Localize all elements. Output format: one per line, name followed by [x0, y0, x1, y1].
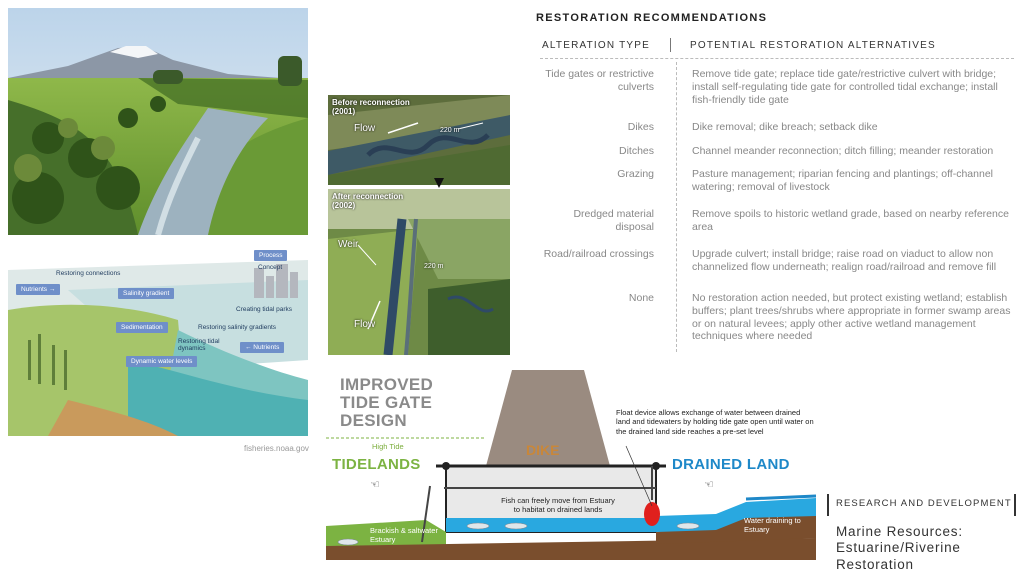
section-label: RESEARCH AND DEVELOPMENT — [836, 498, 1012, 509]
before-year: (2001) — [332, 107, 356, 117]
aerial-after-photo: After reconnection (2002) Weir 220 m Flo… — [328, 189, 510, 355]
float-device-note: Float device allows exchange of water be… — [616, 408, 814, 436]
after-distance: 220 m — [424, 263, 444, 270]
recommendations-title: RESTORATION RECOMMENDATIONS — [536, 12, 768, 24]
row-alt-none: No restoration action needed, but protec… — [692, 292, 1011, 343]
column-rule — [676, 62, 677, 352]
concept-label: Concept — [258, 264, 283, 271]
brackish-estuary-label: Brackish & saltwater Estuary — [370, 526, 438, 544]
section-bar — [827, 494, 829, 516]
stream-photo — [8, 8, 308, 235]
row-type-dikes: Dikes — [627, 121, 654, 133]
row-alt-road-crossings: Upgrade culvert; install bridge; raise r… — [692, 248, 997, 273]
tide-gate-title-line: DESIGN — [340, 410, 407, 430]
tide-gate-diagram: IMPROVED TIDE GATE DESIGN Float device a… — [326, 366, 816, 560]
column-divider — [670, 38, 671, 52]
pointing-hand-icon: ☜ — [704, 479, 714, 491]
tide-gate-title: IMPROVED TIDE GATE DESIGN — [340, 376, 433, 430]
illus-label: Restoring tidal dynamics — [178, 338, 220, 352]
drained-land-label: DRAINED LAND — [672, 456, 790, 473]
row-alt-ditches: Channel meander reconnection; ditch fill… — [692, 145, 994, 157]
after-weir-label: Weir — [338, 239, 359, 250]
tide-gate-title-line: IMPROVED — [340, 375, 434, 394]
illus-label: Dynamic water levels — [126, 356, 198, 367]
column-restoration-alternatives: POTENTIAL RESTORATION ALTERNATIVES — [690, 40, 936, 51]
row-alt-dredged: Remove spoils to historic wetland grade,… — [692, 208, 1009, 233]
aerial-before-photo: Before reconnection (2001) Flow 220 m — [328, 95, 510, 185]
header-rule — [540, 58, 1014, 59]
before-distance: 220 m — [440, 127, 460, 134]
pointing-hand-icon: ☜ — [370, 479, 380, 491]
tidelands-label: TIDELANDS — [332, 456, 421, 473]
before-flow-label: Flow — [354, 123, 376, 134]
dike-label: DIKE — [526, 442, 560, 458]
section-bar — [1014, 494, 1016, 516]
tide-gate-title-line: TIDE GATE — [340, 392, 433, 412]
illus-label: Nutrients → — [16, 284, 61, 295]
page-title: Marine Resources: Estuarine/Riverine Res… — [836, 524, 963, 572]
image-credit: fisheries.noaa.gov — [244, 444, 309, 453]
row-type-ditches: Ditches — [618, 145, 654, 157]
row-type-grazing: Grazing — [617, 168, 654, 180]
after-caption: After reconnection — [332, 192, 404, 201]
estuary-illustration: Process Concept Restoring connections Nu… — [8, 250, 308, 436]
illus-label: ← Nutrients — [240, 342, 285, 353]
row-type-road-crossings: Road/railroad crossings — [543, 248, 654, 260]
illus-label: Creating tidal parks — [236, 306, 292, 313]
high-tide-label: High Tide — [372, 442, 404, 451]
row-alt-dikes: Dike removal; dike breach; setback dike — [692, 121, 878, 133]
illus-label: Restoring connections — [56, 270, 121, 277]
row-type-none: None — [628, 292, 654, 304]
water-draining-label: Water draining to Estuary — [744, 516, 801, 534]
after-flow-label: Flow — [354, 319, 376, 330]
row-type-dredged: Dredged material disposal — [573, 208, 654, 233]
column-alteration-type: ALTERATION TYPE — [542, 40, 651, 51]
illus-label: Salinity gradient — [118, 288, 175, 299]
after-year: (2002) — [332, 201, 356, 211]
row-alt-tide-gates: Remove tide gate; replace tide gate/rest… — [692, 68, 998, 106]
fish-passage-note: Fish can freely move from Estuary to hab… — [501, 496, 615, 514]
process-label: Process — [254, 250, 288, 261]
arrow-down-icon — [434, 178, 444, 188]
before-caption: Before reconnection — [332, 98, 410, 107]
row-type-tide-gates: Tide gates or restrictive culverts — [545, 68, 654, 93]
illus-label: Sedimentation — [116, 322, 168, 333]
row-alt-grazing: Pasture management; riparian fencing and… — [692, 168, 993, 193]
illus-label: Restoring salinity gradients — [198, 324, 277, 331]
